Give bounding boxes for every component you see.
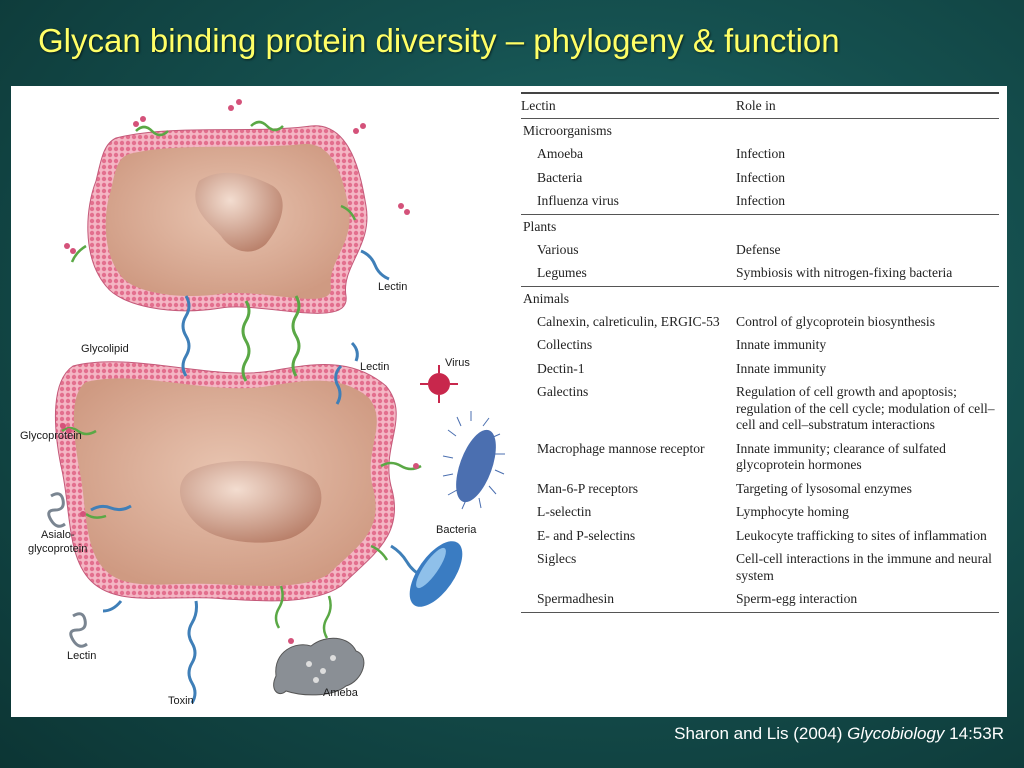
lectin-cell: Macrophage mannose receptor — [537, 440, 705, 456]
lower-cell — [55, 361, 397, 602]
table-row: Bacteria Infection — [521, 167, 999, 191]
label-virus: Virus — [445, 357, 470, 369]
table-group-label: Microorganisms — [523, 123, 612, 138]
lectin-cell: Legumes — [537, 265, 587, 280]
lectin-cell: Amoeba — [537, 146, 584, 161]
table-group-label: Plants — [523, 218, 557, 234]
role-cell: Leukocyte trafficking to sites of inflam… — [736, 527, 987, 543]
table-row: Man-6-P receptors Targeting of lysosomal … — [521, 478, 999, 502]
citation-journal: Glycobiology — [847, 724, 945, 743]
table-row: Various Defense — [521, 239, 999, 263]
role-cell: Regulation of cell growth and apoptosis;… — [736, 384, 995, 432]
bacteria-rod — [409, 541, 463, 607]
glycan-chains — [60, 99, 419, 644]
lectin-cell: E- and P-selectins — [537, 527, 636, 543]
header-role: Role in — [736, 98, 776, 113]
role-cell: Targeting of lysosomal enzymes — [736, 480, 912, 496]
label-lectin-bottom: Lectin — [67, 650, 96, 662]
table-row: Dectin-1 Innate immunity — [521, 358, 999, 382]
label-asialo-line1: Asialo- — [41, 529, 75, 541]
virus — [420, 365, 458, 403]
role-cell: Infection — [736, 146, 786, 161]
table-row: Amoeba Infection — [521, 143, 999, 167]
label-ameba: Ameba — [323, 687, 359, 699]
asialoglycoprotein-coil — [47, 492, 66, 528]
bacteria-hairy — [442, 411, 505, 510]
figure-panel: Lectin Glycolipid Lectin Virus Glycoprot… — [11, 86, 1007, 717]
lectin-cell: Bacteria — [537, 169, 583, 185]
table-group-label: Animals — [523, 290, 570, 306]
citation-ref: 14:53R — [949, 724, 1004, 743]
role-cell: Control of glycoprotein biosynthesis — [736, 313, 935, 329]
label-lectin-top: Lectin — [378, 281, 407, 293]
label-glycoprotein: Glycoprotein — [20, 430, 82, 442]
lectin-cell: Man-6-P receptors — [537, 480, 639, 496]
role-cell: Innate immunity — [736, 360, 827, 376]
table-row: Legumes Symbiosis with nitrogen-fixing ba… — [521, 262, 999, 286]
label-bacteria: Bacteria — [436, 524, 477, 536]
table-row: Influenza virus Infection — [521, 190, 999, 214]
lectin-cell: Calnexin, calreticulin, ERGIC-53 — [537, 313, 720, 329]
role-cell: Infection — [736, 169, 786, 185]
header-lectin: Lectin — [521, 98, 556, 113]
label-asialo-line2: glycoprotein — [28, 543, 87, 555]
table-row: L-selectin Lymphocyte homing — [521, 501, 999, 525]
slide-title: Glycan binding protein diversity – phylo… — [38, 22, 840, 59]
citation-authors: Sharon and Lis (2004) — [674, 724, 843, 743]
lectin-coil — [69, 612, 88, 648]
intercellular-lectins — [181, 295, 343, 405]
role-cell: Symbiosis with nitrogen-fixing bacteria — [736, 265, 953, 280]
cell-interaction-diagram: Lectin Glycolipid Lectin Virus Glycoprot… — [20, 99, 505, 707]
upper-nucleus — [195, 172, 283, 252]
table-row: Galectins Regulation of cell growth and a… — [521, 381, 999, 438]
role-cell: Lymphocyte homing — [736, 504, 849, 519]
table-header: Lectin Role in — [521, 94, 999, 118]
role-cell: Cell-cell interactions in the immune and… — [736, 551, 992, 583]
table-row: Siglecs Cell-cell interactions in the imm… — [521, 548, 999, 588]
upper-cell — [87, 125, 368, 314]
lectin-cell: Various — [537, 241, 579, 257]
table-row: Macrophage mannose receptor Innate immuni… — [521, 438, 999, 478]
lectin-cell: Galectins — [537, 384, 589, 399]
role-cell: Innate immunity — [736, 337, 827, 352]
table-row: Collectins Innate immunity — [521, 334, 999, 358]
table-row: Calnexin, calreticulin, ERGIC-53 Control … — [521, 311, 999, 335]
role-cell: Infection — [736, 193, 786, 208]
label-lectin-mid: Lectin — [360, 361, 389, 373]
role-cell: Defense — [736, 241, 781, 257]
table-row: Spermadhesin Sperm-egg interaction — [521, 588, 999, 612]
lectin-cell: L-selectin — [537, 504, 592, 519]
citation: Sharon and Lis (2004) Glycobiology 14:53… — [674, 724, 1004, 744]
lectin-cell: Influenza virus — [537, 193, 619, 208]
label-glycolipid: Glycolipid — [81, 343, 129, 355]
lectin-cell: Collectins — [537, 337, 593, 352]
lectin-cell: Dectin-1 — [537, 360, 585, 376]
label-toxin: Toxin — [168, 695, 194, 707]
role-cell: Sperm-egg interaction — [736, 591, 858, 606]
role-cell: Innate immunity; clearance of sulfated g… — [736, 440, 946, 473]
lectin-cell: Spermadhesin — [537, 591, 615, 606]
ameba — [273, 637, 365, 696]
lower-nucleus — [179, 460, 322, 543]
table-row: E- and P-selectins Leukocyte trafficking … — [521, 525, 999, 549]
lectin-cell: Siglecs — [537, 551, 577, 566]
